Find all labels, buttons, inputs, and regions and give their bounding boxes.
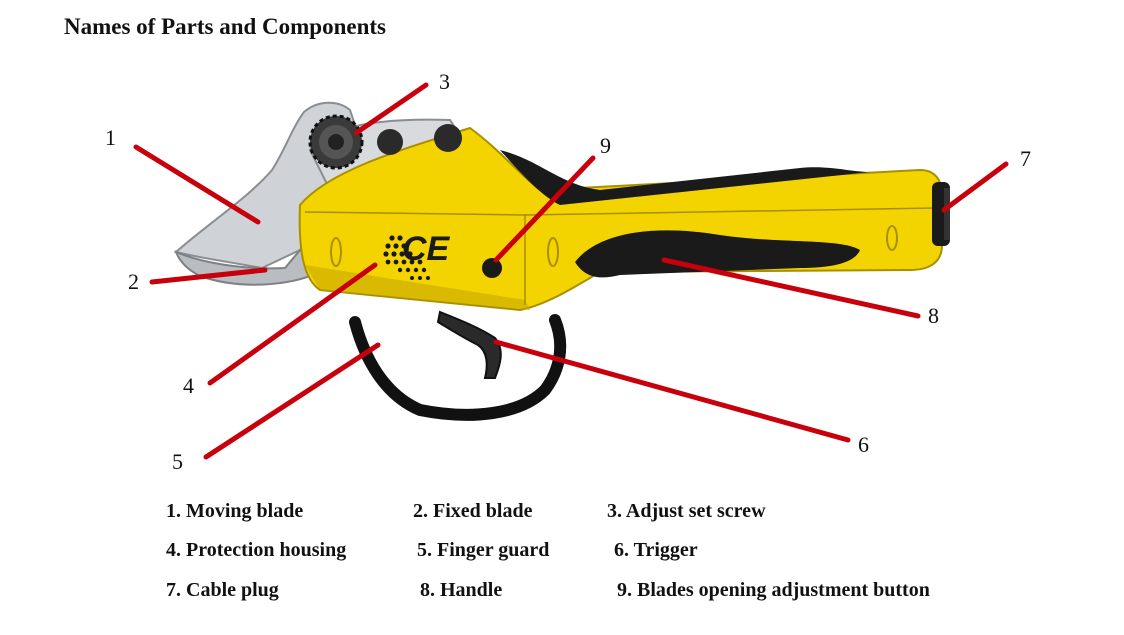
- callout-number-6: 6: [858, 432, 869, 457]
- leader-3: [353, 82, 429, 136]
- finger-guard: [349, 314, 567, 421]
- legend-item-4: 4. Protection housing: [166, 539, 347, 561]
- legend-item-9: 9. Blades opening adjustment button: [617, 579, 930, 601]
- trigger: [436, 310, 502, 379]
- legend-item-6: 6. Trigger: [614, 539, 698, 561]
- callout-number-2: 2: [128, 269, 139, 294]
- legend-item-8: 8. Handle: [420, 579, 503, 601]
- callout-number-1: 1: [105, 125, 116, 150]
- leader-4: [207, 262, 378, 386]
- leader-5: [203, 342, 381, 460]
- leader-7: [941, 161, 1009, 213]
- callout-number-7: 7: [1020, 146, 1031, 171]
- leader-8: [661, 257, 921, 319]
- leader-lines: [133, 82, 1009, 460]
- legend-item-2: 2. Fixed blade: [413, 500, 533, 522]
- ce-logo: CE: [402, 230, 451, 268]
- leader-1: [133, 144, 261, 225]
- handle-grip: [575, 230, 860, 278]
- leader-9: [493, 155, 596, 263]
- leader-2: [149, 267, 268, 285]
- callout-number-9: 9: [600, 133, 611, 158]
- ce-logo-dots: [383, 235, 430, 280]
- callout-number-5: 5: [172, 449, 183, 474]
- handle-grip-top: [500, 150, 870, 205]
- legend-item-3: 3. Adjust set screw: [607, 500, 766, 522]
- legend-item-7: 7. Cable plug: [166, 579, 279, 601]
- callout-number-3: 3: [439, 69, 450, 94]
- adjust-set-screw: [308, 114, 364, 170]
- callout-number-8: 8: [928, 303, 939, 328]
- legend-item-5: 5. Finger guard: [417, 539, 550, 561]
- callout-number-4: 4: [183, 373, 194, 398]
- page-title: Names of Parts and Components: [64, 14, 386, 39]
- legend-item-1: 1. Moving blade: [166, 500, 304, 522]
- adjustment-button: [482, 258, 502, 278]
- leader-6: [493, 339, 851, 443]
